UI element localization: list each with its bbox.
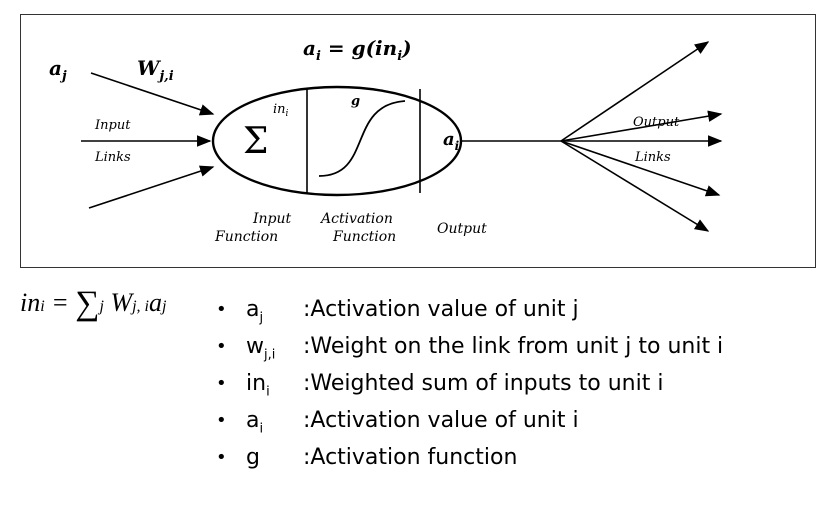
legend-item: • ai :Activation value of unit i xyxy=(216,405,723,442)
formula-a-sub: j xyxy=(162,298,167,315)
sum-symbol: Σ xyxy=(243,121,268,162)
output-label: Output xyxy=(437,221,487,237)
net-input-label: ini xyxy=(273,102,289,119)
legend-description: :Activation value of unit j xyxy=(303,297,579,322)
legend-symbol: ini xyxy=(246,371,270,400)
legend-symbol: wj,i xyxy=(246,334,276,363)
bullet: • xyxy=(216,410,227,431)
formula-w-sub: j, i xyxy=(132,298,149,315)
input-function-label-1: Input xyxy=(252,211,292,227)
legend-description: :Weighted sum of inputs to unit i xyxy=(303,371,664,396)
output-arrow-1 xyxy=(560,41,710,142)
legend-symbol: ai xyxy=(246,408,264,437)
activation-function-label-2: Function xyxy=(332,229,396,245)
bullet: • xyxy=(216,373,227,394)
bullet: • xyxy=(216,299,227,320)
output-activation-label: ai xyxy=(443,129,460,153)
legend-symbol: g xyxy=(246,445,260,470)
legend-item: • ini :Weighted sum of inputs to unit i xyxy=(216,368,723,405)
sigmoid-curve xyxy=(318,100,406,177)
net-input-formula: ini = ∑j Wj, iaj xyxy=(20,282,167,322)
input-function-label-2: Function xyxy=(214,229,278,245)
weight-label: Wj,i xyxy=(137,56,174,84)
formula-equals: = xyxy=(44,288,76,317)
legend-item: • g :Activation function xyxy=(216,442,723,479)
formula-lhs: in xyxy=(20,288,41,317)
legend-description: :Activation value of unit i xyxy=(303,408,579,433)
legend-description: :Activation function xyxy=(303,445,518,470)
bullet: • xyxy=(216,336,227,357)
formula-sum-symbol: ∑ xyxy=(75,285,100,322)
input-links-label-1: Input xyxy=(94,118,131,133)
bullet: • xyxy=(216,447,227,468)
output-arrow-4 xyxy=(560,140,721,197)
symbol-legend: • aj :Activation value of unit j • wj,i :Wei… xyxy=(216,294,723,479)
input-link-arrow-3 xyxy=(88,165,215,209)
activation-equation: ai = g(ini) xyxy=(303,36,412,64)
input-links-label-2: Links xyxy=(94,150,131,165)
output-links-label-1: Output xyxy=(633,115,680,130)
formula-sum-sub: j xyxy=(99,298,104,315)
output-links-label-2: Links xyxy=(634,150,671,165)
formula-w: W xyxy=(110,288,133,317)
legend-description: :Weight on the link from unit j to unit … xyxy=(303,334,724,359)
formula-a: a xyxy=(149,288,162,317)
input-link-arrow-1 xyxy=(90,72,215,116)
neuron-diagram-svg: aj Wj,i ai = g(ini) Input Links Σ ini g … xyxy=(49,36,723,245)
neuron-diagram: aj Wj,i ai = g(ini) Input Links Σ ini g … xyxy=(20,14,816,268)
legend-item: • wj,i :Weight on the link from unit j to … xyxy=(216,331,723,368)
formula-lhs-sub: i xyxy=(40,298,45,315)
legend-symbol: aj xyxy=(246,297,264,326)
output-arrow-5 xyxy=(560,140,710,232)
output-arrow-2 xyxy=(560,110,723,142)
input-activation-label: aj xyxy=(49,56,67,84)
activation-function-label-1: Activation xyxy=(319,211,393,227)
legend-item: • aj :Activation value of unit j xyxy=(216,294,723,331)
activation-g-label: g xyxy=(351,94,360,109)
